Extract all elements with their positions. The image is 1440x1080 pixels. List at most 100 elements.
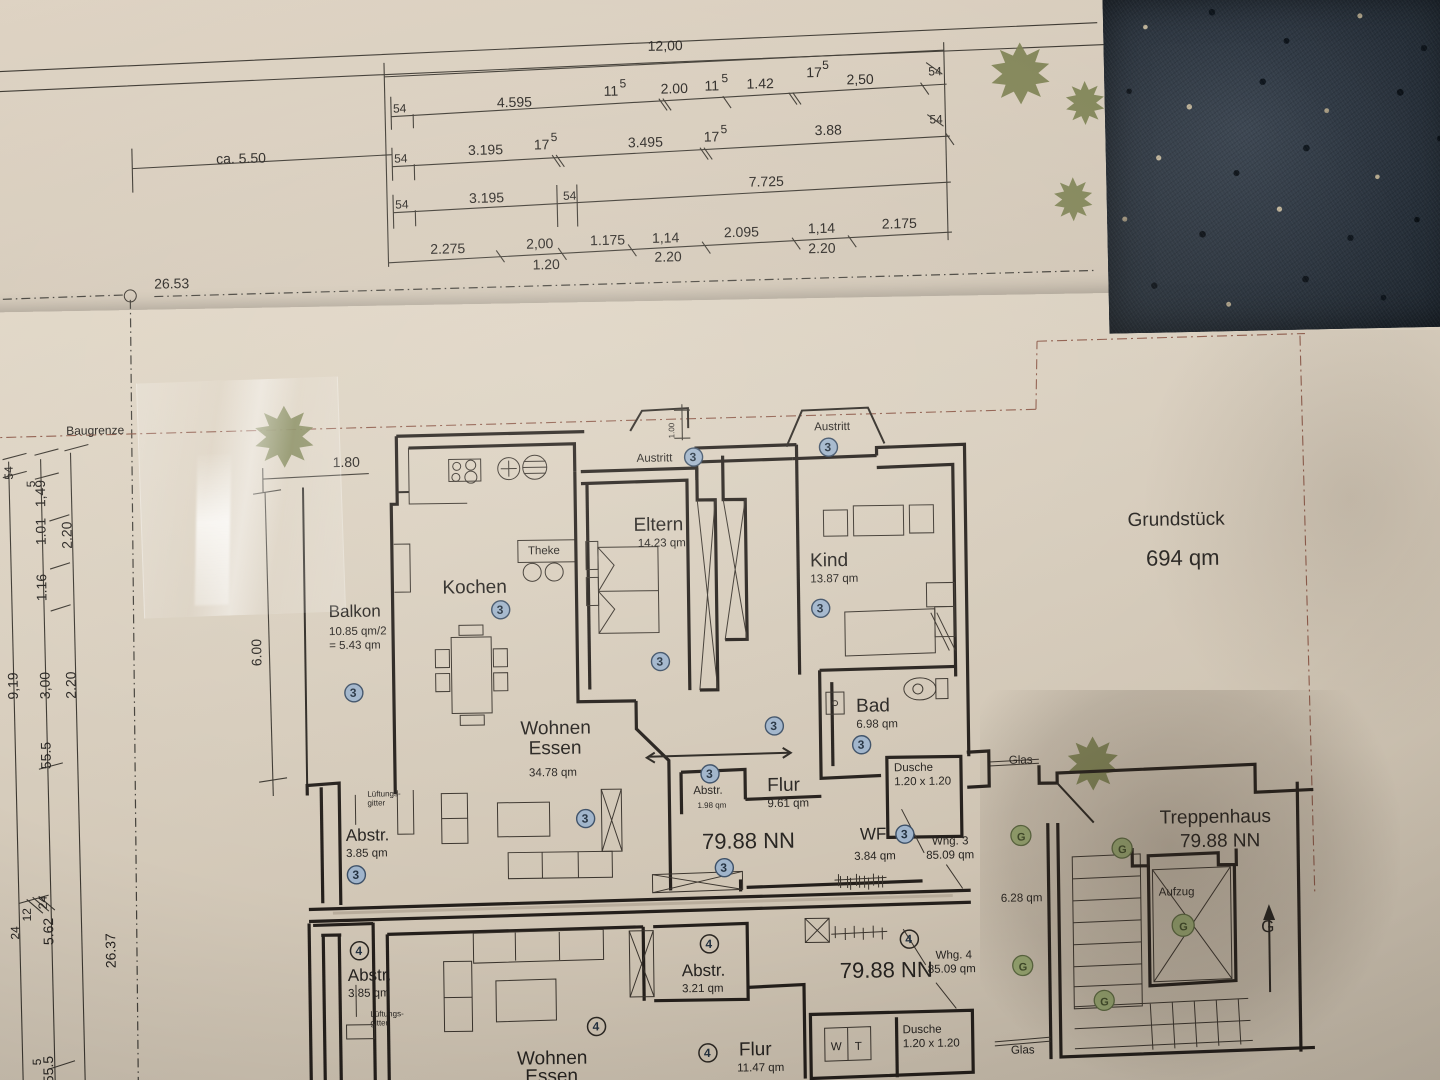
vent-label-4b: gitter xyxy=(370,1018,388,1027)
sofa-w4 xyxy=(472,928,605,964)
dim-180: 1.80 xyxy=(333,454,361,470)
svg-text:5.62: 5.62 xyxy=(40,918,56,946)
tree-icon xyxy=(991,42,1050,105)
room-area-abstr-4b: 3.21 qm xyxy=(682,983,724,996)
door-swing-1 xyxy=(696,499,719,691)
area-grundstueck: 694 qm xyxy=(1146,545,1220,571)
dim-2653: 26.53 xyxy=(154,275,189,291)
dim-c2-s1: 54 xyxy=(394,151,408,165)
svg-text:1,49: 1,49 xyxy=(32,480,48,508)
dim-c3-s4: 7.725 xyxy=(749,173,785,190)
svg-text:3: 3 xyxy=(817,601,824,615)
label-dusche-4-size: 1.20 x 1.20 xyxy=(903,1037,960,1050)
label-whg4: Whg. 4 xyxy=(936,949,973,962)
balcony-outer-wall xyxy=(301,487,309,796)
svg-text:55.5: 55.5 xyxy=(38,742,54,770)
baugrenze-right xyxy=(1035,341,1038,410)
w4-living-top xyxy=(387,925,644,936)
label-glas-4: Glas xyxy=(1011,1044,1035,1056)
glas-pane-4 xyxy=(994,1036,1051,1043)
dim-c2-s8: 3.88 xyxy=(814,122,842,139)
railing-hatch-3 xyxy=(834,873,887,888)
armchair-1 xyxy=(440,792,469,845)
carpet-photo-region xyxy=(1102,0,1440,334)
stair-treads xyxy=(1071,853,1253,1050)
dim-c1-s3: 11 xyxy=(603,83,618,99)
marker-4-abstr: 4 xyxy=(349,941,370,961)
room-label-abstr-4: Abstr. xyxy=(348,965,392,985)
svg-text:4: 4 xyxy=(592,1019,599,1033)
svg-text:4: 4 xyxy=(905,932,912,946)
label-glas-3: Glas xyxy=(1009,754,1033,766)
dim-c1-s8: 1.42 xyxy=(746,75,774,92)
dim-c4b-s2: 2.20 xyxy=(654,248,682,265)
dim-c1-s11: 2,50 xyxy=(846,71,874,88)
svg-text:3: 3 xyxy=(858,738,865,752)
marker-4-wohnen: 4 xyxy=(586,1016,607,1037)
label-dusche-3-size: 1.20 x 1.20 xyxy=(894,776,951,789)
room-area-balkon-2: = 5.43 qm xyxy=(329,639,381,652)
room-area-balkon-1: 10.85 qm/2 xyxy=(329,625,387,638)
baugrenze-top xyxy=(1037,332,1305,342)
site-boundary-left xyxy=(129,299,139,1080)
room-label-wohnen: Wohnen xyxy=(520,718,591,740)
room-label-wohnen-4: Wohnen xyxy=(517,1048,588,1070)
glas-pane-3 xyxy=(988,758,1039,763)
svg-text:26.37: 26.37 xyxy=(102,933,118,968)
dim-c2-s3: 17 xyxy=(534,136,550,152)
w4-balcony-left xyxy=(307,923,313,1080)
floor-slab-bottom xyxy=(309,900,971,924)
svg-text:1.16: 1.16 xyxy=(33,574,49,602)
dim-c1-s9: 17 xyxy=(806,64,822,80)
elevation-treppenhaus: 79.88 NN xyxy=(1180,830,1261,852)
label-theke: Theke xyxy=(528,545,560,557)
svg-text:3: 3 xyxy=(720,861,727,875)
marker-3-austritt-left: 3 xyxy=(683,447,704,467)
dim-c1-s7: 5 xyxy=(721,71,728,85)
room-area-eltern: 14.23 qm xyxy=(638,537,686,550)
sink-bad xyxy=(825,691,845,715)
tree-icon-small-2 xyxy=(1054,177,1093,222)
marker-3-wf: 3 xyxy=(895,824,915,844)
aufzug-shaft xyxy=(1146,864,1238,988)
room-area-flur-3: 9.61 qm xyxy=(767,797,809,810)
label-dryer: T xyxy=(855,1041,862,1053)
sofa-3 xyxy=(507,850,613,880)
svg-text:G: G xyxy=(1179,921,1188,933)
dusche-3 xyxy=(885,754,964,840)
svg-text:9,19: 9,19 xyxy=(5,672,21,700)
dim-c4-s5: 2.095 xyxy=(724,223,760,240)
marker-3-balkon: 3 xyxy=(344,683,364,703)
stair-outer-right xyxy=(1295,781,1303,1052)
room-label-eltern: Eltern xyxy=(633,514,683,536)
svg-text:G: G xyxy=(1118,844,1127,856)
shelf-2 xyxy=(852,504,905,537)
svg-text:3: 3 xyxy=(656,655,663,669)
room-area-abstr-3: 3.85 qm xyxy=(346,847,388,860)
railing-hatch-4 xyxy=(839,875,880,890)
railing-hatch-4b xyxy=(831,925,888,941)
dim-austritt-100: 1.00 xyxy=(667,422,676,438)
tree-icon-plan-right xyxy=(1067,736,1119,791)
dim-c2-s5: 3.495 xyxy=(628,134,664,151)
room-area-wohnen: 34.78 qm xyxy=(529,767,577,780)
dim-c1-s2: 4.595 xyxy=(497,94,533,111)
eltern-right xyxy=(580,478,692,691)
label-aufzug: Aufzug xyxy=(1159,886,1195,898)
tree-icon-small-1 xyxy=(1065,80,1105,125)
marker-4-elevation: 4 xyxy=(899,929,920,949)
shelf-3 xyxy=(908,504,935,534)
label-baugrenze: Baugrenze xyxy=(66,423,125,438)
room-label-balkon: Balkon xyxy=(329,601,381,621)
w4-bath xyxy=(808,1008,975,1080)
coffee-table xyxy=(496,801,551,838)
svg-text:3: 3 xyxy=(497,603,504,617)
room-area-abstr-3b: 1.98 qm xyxy=(697,801,726,810)
elevation-whg4: 79.88 NN xyxy=(840,957,933,983)
svg-text:1.01: 1.01 xyxy=(32,518,48,546)
svg-text:12: 12 xyxy=(20,908,34,922)
marker-3-wohnen: 3 xyxy=(575,808,596,829)
vent-label-2: gitter xyxy=(367,798,385,807)
